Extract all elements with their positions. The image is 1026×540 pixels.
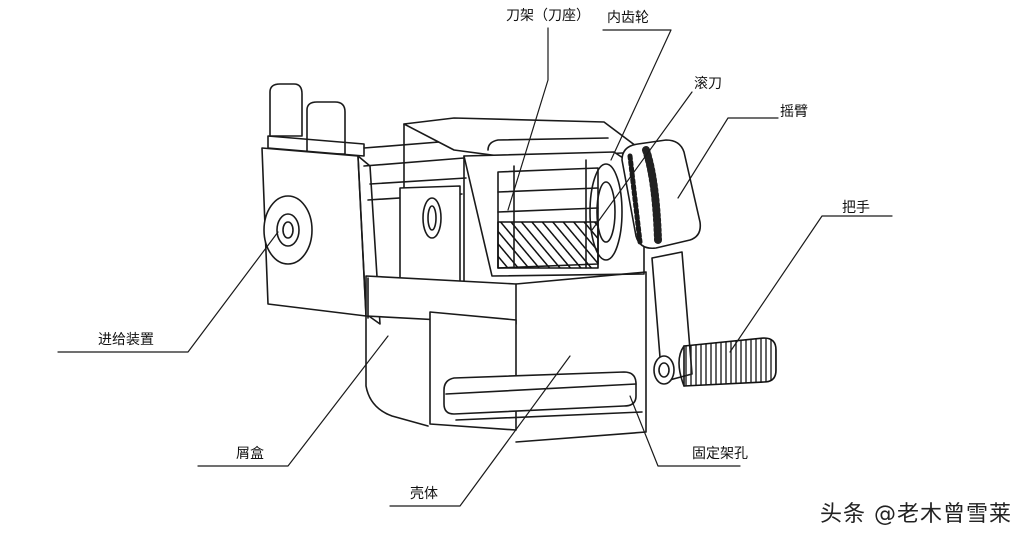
- leader-blade-holder: [507, 27, 549, 211]
- leader-rocker-arm: [677, 117, 779, 199]
- leader-lines: [57, 27, 893, 507]
- frame-drawing: [399, 117, 645, 301]
- label-housing: 壳体: [410, 486, 438, 502]
- label-hob-cutter: 滚刀: [694, 76, 722, 92]
- label-inner-gear: 内齿轮: [607, 10, 649, 26]
- label-blade-holder: 刀架（刀座）: [506, 8, 590, 24]
- label-feed-device: 进给装置: [98, 332, 154, 348]
- label-shavings-box: 屑盒: [236, 446, 264, 462]
- label-rocker-arm: 摇臂: [780, 104, 808, 120]
- crank-drawing: [621, 139, 777, 387]
- leader-handle: [729, 215, 893, 353]
- leader-inner-gear: [602, 29, 672, 161]
- label-handle: 把手: [842, 200, 870, 216]
- leader-mount-hole: [629, 395, 741, 467]
- housing-drawing: [365, 271, 647, 443]
- watermark: 头条 @老木曾雪莱: [820, 502, 1012, 527]
- leader-shavings-box: [197, 335, 389, 467]
- leader-hob-cutter: [591, 91, 693, 231]
- leader-feed-device: [57, 231, 279, 353]
- label-mount-hole: 固定架孔: [692, 446, 748, 462]
- leader-housing: [389, 355, 571, 507]
